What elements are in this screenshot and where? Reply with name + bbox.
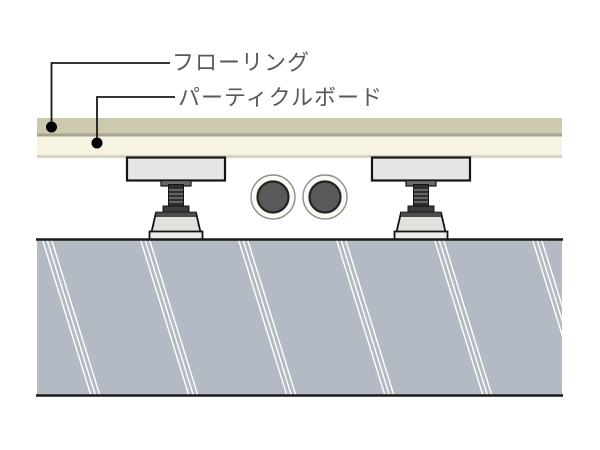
callout-flooring: フローリング — [46, 50, 310, 133]
support-leg-left — [125, 156, 227, 242]
particleboard-leader-line — [96, 96, 175, 143]
pipe-left-bore — [256, 180, 290, 214]
pipe-right — [302, 174, 348, 220]
support-leg-right — [370, 156, 472, 242]
flooring-leader-line — [50, 62, 170, 127]
concrete-slab-hatching — [37, 240, 562, 395]
flooring-label: フローリング — [172, 50, 310, 75]
pipe-right-bore — [308, 180, 342, 214]
pipe-left — [250, 174, 296, 220]
flooring-layer — [37, 118, 562, 134]
particleboard-label: パーティクルボード — [178, 85, 383, 110]
particleboard-leader-dot — [91, 137, 103, 149]
callout-particleboard: パーティクルボード — [91, 85, 383, 149]
particleboard-layer-bottom-edge — [37, 155, 562, 158]
flooring-leader-dot — [46, 121, 57, 133]
particleboard-layer — [37, 136, 562, 155]
flooring-layer-bottom-edge — [37, 133, 562, 137]
